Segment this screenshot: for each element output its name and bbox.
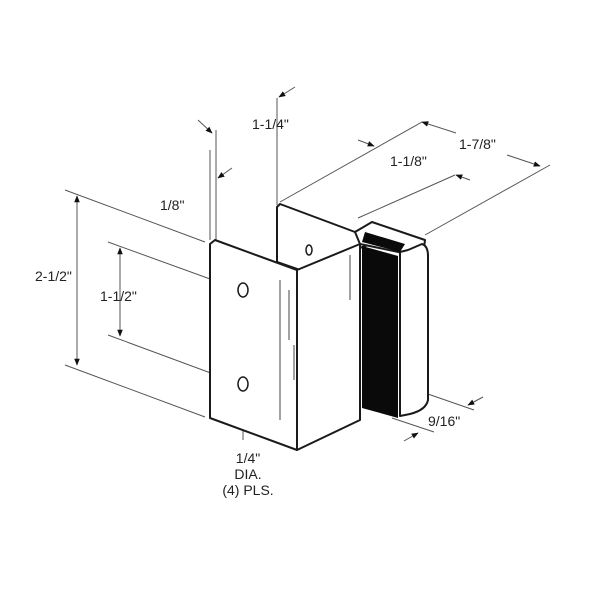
mounting-holes	[237, 244, 313, 392]
dim-hole-spacing: 1-1/2"	[100, 288, 137, 304]
dimension-lines	[64, 86, 551, 442]
dim-overall-depth: 1-7/8"	[459, 136, 496, 152]
dim-material-thickness: 1/8"	[160, 197, 185, 213]
dim-bumper-width: 9/16"	[428, 413, 461, 429]
bracket-body	[209, 203, 429, 451]
hole-type-label: DIA.	[234, 466, 262, 482]
dim-top-flange-height: 1-1/4"	[252, 116, 289, 132]
dim-flange-depth: 1-1/8"	[390, 153, 427, 169]
dim-overall-height: 2-1/2"	[35, 268, 72, 284]
shading-lines	[279, 255, 351, 420]
hole-size-label: 1/4"	[235, 450, 261, 466]
hole-count-label: (4) PLS.	[222, 482, 274, 498]
rubber-bumper	[362, 246, 398, 418]
